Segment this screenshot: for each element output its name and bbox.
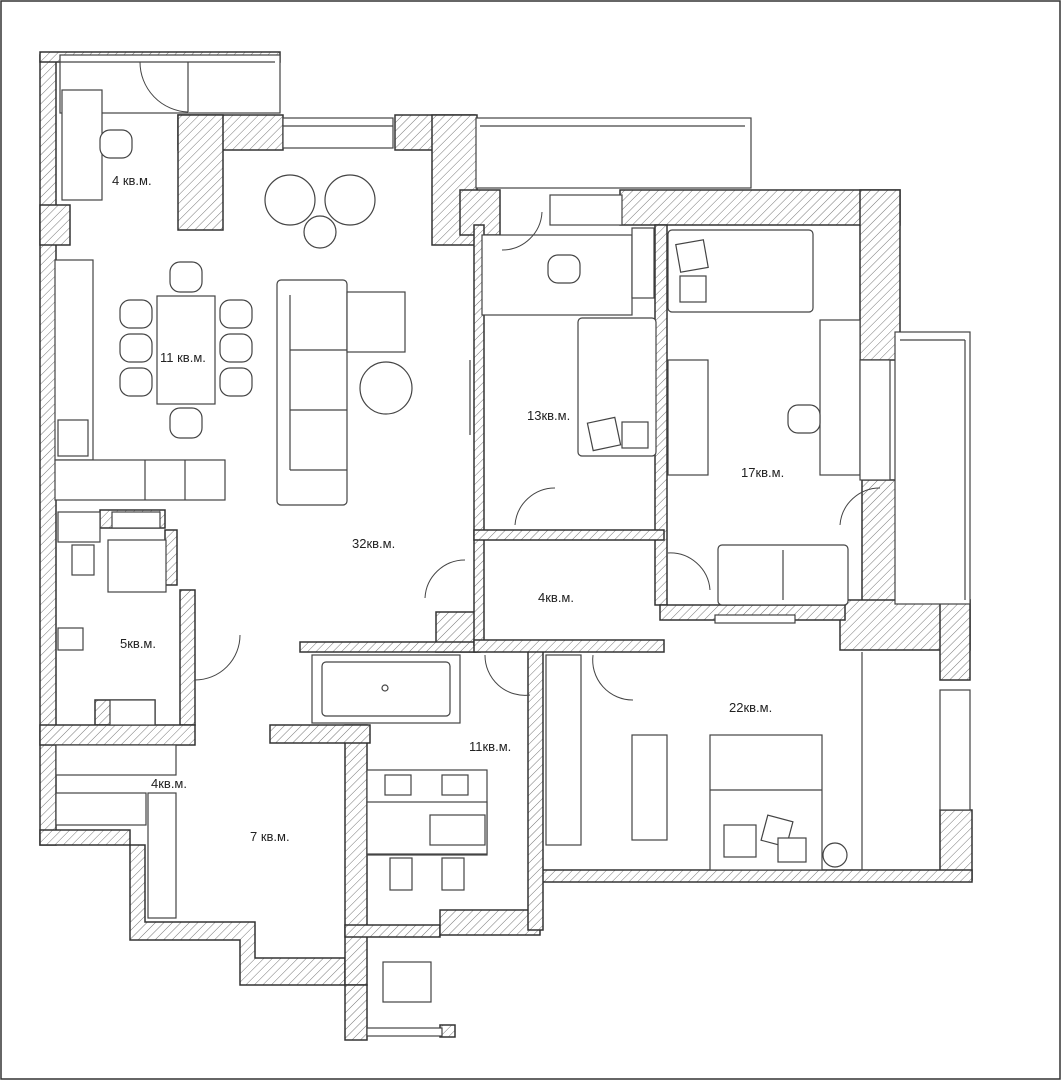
room-label-bath-11: 11кв.м. <box>469 739 511 754</box>
room-label-17: 17кв.м. <box>741 465 784 480</box>
room-label-closet: 4кв.м. <box>151 776 187 791</box>
room-labels: 4 кв.м. 11 кв.м. 32кв.м. 13кв.м. 17кв.м.… <box>112 173 784 844</box>
room-label-office: 4 кв.м. <box>112 173 152 188</box>
walls <box>39 51 973 1041</box>
room-label-13: 13кв.м. <box>527 408 570 423</box>
room-label-bedroom: 22кв.м. <box>729 700 772 715</box>
room-label-dining: 11 кв.м. <box>160 350 206 365</box>
room-label-7: 7 кв.м. <box>250 829 290 844</box>
doors <box>139 61 881 701</box>
room-label-bath-5: 5кв.м. <box>120 636 156 651</box>
room-label-hall: 4кв.м. <box>538 590 574 605</box>
room-label-living: 32кв.м. <box>352 536 395 551</box>
furniture <box>54 89 891 1003</box>
